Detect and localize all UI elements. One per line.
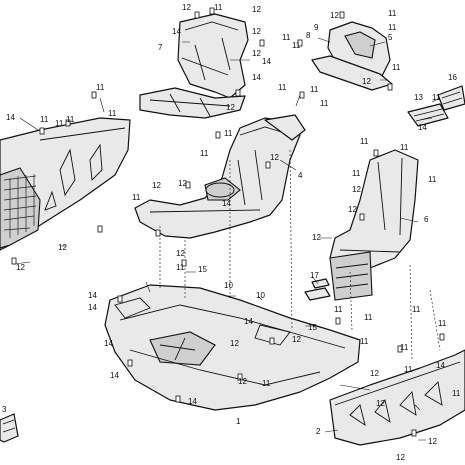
part-7-seat-bracket bbox=[139, 13, 249, 119]
callout-10: 10 bbox=[224, 281, 233, 290]
callout-12: 12 bbox=[252, 5, 261, 14]
callout-11: 11 bbox=[452, 389, 461, 398]
callout-14: 14 bbox=[88, 303, 97, 312]
part-2-rocker-panel bbox=[329, 349, 465, 446]
callout-12: 12 bbox=[428, 437, 437, 446]
callout-12: 12 bbox=[352, 185, 361, 194]
callout-12: 12 bbox=[370, 369, 379, 378]
callout-17: 17 bbox=[310, 271, 319, 280]
callout-11: 11 bbox=[214, 3, 223, 12]
part-16-pad bbox=[437, 85, 465, 111]
callout-12: 12 bbox=[16, 263, 25, 272]
callout-11: 11 bbox=[428, 175, 437, 184]
callout-12: 12 bbox=[376, 399, 385, 408]
callout-14: 14 bbox=[436, 361, 445, 370]
callout-11: 11 bbox=[66, 115, 75, 124]
callout-12: 12 bbox=[330, 11, 339, 20]
callout-11: 11 bbox=[412, 305, 421, 314]
callout-labels: 12 11 12 14 12 7 12 14 14 12 11 12 11 11… bbox=[2, 3, 461, 462]
callout-11: 11 bbox=[320, 99, 329, 108]
callout-12: 12 bbox=[182, 3, 191, 12]
callout-13: 13 bbox=[414, 93, 423, 102]
part-4-center-console bbox=[134, 114, 306, 239]
part-17-plate bbox=[304, 278, 331, 301]
callout-11: 11 bbox=[404, 365, 413, 374]
callout-12: 12 bbox=[270, 153, 279, 162]
part-6-seat-frame bbox=[329, 149, 419, 301]
callout-12: 12 bbox=[178, 179, 187, 188]
callout-11: 11 bbox=[108, 109, 117, 118]
callout-11: 11 bbox=[334, 305, 343, 314]
callout-12: 12 bbox=[292, 335, 301, 344]
callout-12: 12 bbox=[152, 181, 161, 190]
callout-12: 12 bbox=[176, 249, 185, 258]
callout-11: 11 bbox=[438, 319, 447, 328]
part-5-cover bbox=[311, 21, 393, 91]
callout-12: 12 bbox=[348, 205, 357, 214]
callout-15: 15 bbox=[198, 265, 207, 274]
callout-12: 12 bbox=[252, 27, 261, 36]
leader-lines bbox=[13, 37, 441, 441]
callout-14: 14 bbox=[252, 73, 261, 82]
callout-14: 14 bbox=[6, 113, 15, 122]
callout-11: 11 bbox=[200, 149, 209, 158]
callout-11: 11 bbox=[388, 9, 397, 18]
callout-11: 11 bbox=[132, 193, 141, 202]
callout-11: 11 bbox=[364, 313, 373, 322]
callout-14: 14 bbox=[104, 339, 113, 348]
callout-12: 12 bbox=[362, 77, 371, 86]
callout-1: 1 bbox=[236, 417, 241, 426]
part-13-pad bbox=[407, 103, 449, 127]
callout-12: 12 bbox=[230, 339, 239, 348]
callout-15: 15 bbox=[308, 323, 317, 332]
callout-11: 11 bbox=[432, 93, 441, 102]
callout-14: 14 bbox=[222, 199, 231, 208]
callout-14: 14 bbox=[110, 371, 119, 380]
callout-12: 12 bbox=[252, 49, 261, 58]
callout-7: 7 bbox=[158, 43, 163, 52]
part-1-floor-pan bbox=[104, 284, 361, 411]
callout-11: 11 bbox=[55, 119, 64, 128]
callout-11: 11 bbox=[400, 143, 409, 152]
callout-14: 14 bbox=[244, 317, 253, 326]
callout-6: 6 bbox=[424, 215, 429, 224]
callout-11: 11 bbox=[392, 63, 401, 72]
callout-14: 14 bbox=[262, 57, 271, 66]
callout-14: 14 bbox=[188, 397, 197, 406]
fasteners bbox=[11, 7, 445, 437]
callout-11: 11 bbox=[400, 343, 409, 352]
callout-14: 14 bbox=[88, 291, 97, 300]
callout-11: 11 bbox=[352, 169, 361, 178]
callout-11: 11 bbox=[310, 85, 319, 94]
callout-11: 11 bbox=[262, 379, 271, 388]
callout-14: 14 bbox=[172, 27, 181, 36]
callout-9: 9 bbox=[314, 23, 319, 32]
callout-5: 5 bbox=[388, 33, 393, 42]
callout-11: 11 bbox=[176, 263, 185, 272]
callout-12: 12 bbox=[58, 243, 67, 252]
callout-4: 4 bbox=[298, 171, 303, 180]
callout-2: 2 bbox=[316, 427, 321, 436]
callout-11: 11 bbox=[96, 83, 105, 92]
part-3-bracket bbox=[0, 413, 19, 443]
callout-14: 14 bbox=[418, 123, 427, 132]
callout-12: 12 bbox=[396, 453, 405, 462]
callout-10: 10 bbox=[256, 291, 265, 300]
callout-11: 11 bbox=[360, 337, 369, 346]
callout-12: 12 bbox=[226, 103, 235, 112]
left-side-panel bbox=[0, 117, 131, 251]
callout-11: 11 bbox=[388, 23, 397, 32]
callout-3: 3 bbox=[2, 405, 7, 414]
callout-8: 8 bbox=[306, 31, 311, 40]
callout-16: 16 bbox=[448, 73, 457, 82]
callout-12: 12 bbox=[238, 377, 247, 386]
callout-11: 11 bbox=[224, 129, 233, 138]
callout-11: 11 bbox=[292, 41, 301, 50]
callout-11: 11 bbox=[278, 83, 287, 92]
callout-11: 11 bbox=[360, 137, 369, 146]
callout-11: 11 bbox=[40, 115, 49, 124]
callout-12: 12 bbox=[312, 233, 321, 242]
callout-11: 11 bbox=[282, 33, 291, 42]
